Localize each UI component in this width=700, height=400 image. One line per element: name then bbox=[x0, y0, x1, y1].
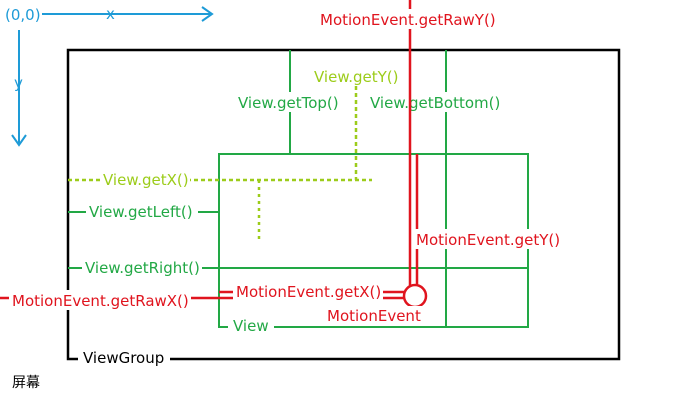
x-axis-label: x bbox=[106, 5, 115, 23]
get-raw-x-label: MotionEvent.getRawX() bbox=[12, 292, 189, 310]
translated-position: View.getY() View.getX() bbox=[68, 66, 403, 242]
get-x-label-bg bbox=[100, 169, 190, 189]
motion-event: MotionEvent.getRawY() MotionEvent.getY()… bbox=[0, 0, 566, 325]
x-axis-arrow-icon bbox=[201, 6, 214, 22]
get-left-label-bg bbox=[86, 201, 198, 221]
axes: (0,0) x y bbox=[5, 5, 214, 147]
get-raw-y-label: MotionEvent.getRawY() bbox=[320, 11, 496, 29]
viewgroup-label-bg bbox=[78, 349, 170, 367]
viewgroup-label: ViewGroup bbox=[83, 349, 164, 367]
get-bottom-label: View.getBottom() bbox=[370, 94, 500, 112]
get-x-label: View.getX() bbox=[103, 171, 189, 189]
get-raw-x-label-bg bbox=[9, 290, 191, 310]
get-bottom-label-bg bbox=[368, 92, 508, 112]
view-label-bg bbox=[228, 316, 274, 336]
motion-event-label-bg bbox=[325, 306, 425, 325]
origin-label: (0,0) bbox=[5, 6, 41, 24]
get-right-label: View.getRight() bbox=[85, 259, 200, 277]
get-top-label-bg bbox=[236, 92, 344, 112]
get-left-label: View.getLeft() bbox=[89, 203, 193, 221]
y-axis-label: y bbox=[14, 74, 23, 92]
get-top-label: View.getTop() bbox=[238, 94, 339, 112]
screen-label: 屏幕 bbox=[12, 375, 40, 391]
viewgroup: ViewGroup bbox=[66, 48, 621, 367]
get-y-event-label: MotionEvent.getY() bbox=[416, 231, 560, 249]
get-y-label-bg bbox=[311, 66, 403, 86]
touch-point-icon bbox=[402, 283, 428, 309]
get-x-event-label: MotionEvent.getX() bbox=[236, 283, 381, 301]
get-right-label-bg bbox=[82, 257, 202, 277]
get-y-event-label-bg bbox=[414, 229, 566, 249]
motion-event-label: MotionEvent bbox=[327, 307, 421, 325]
viewgroup-box bbox=[66, 48, 621, 361]
view: View.getTop() View.getBottom() View.getL… bbox=[68, 50, 529, 336]
view-label: View bbox=[233, 317, 269, 335]
get-x-event-label-bg bbox=[233, 281, 383, 300]
get-y-label: View.getY() bbox=[314, 68, 399, 86]
get-raw-y-label-bg bbox=[316, 9, 504, 29]
y-axis-arrow-icon bbox=[11, 134, 27, 147]
